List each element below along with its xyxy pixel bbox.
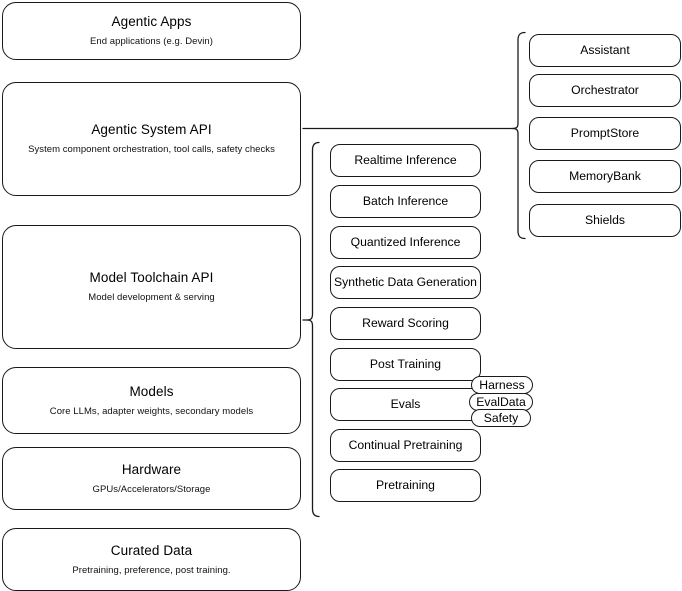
evals-subcomponent-label: EvalData [476,395,526,409]
agentic-component-promptstore[interactable]: PromptStore [529,117,681,150]
agentic-component-label: Assistant [580,42,630,57]
toolchain-item-label: Pretraining [376,477,435,492]
layer-title: Curated Data [110,542,193,558]
toolchain-item-label: Realtime Inference [354,152,457,167]
toolchain-item-label: Continual Pretraining [348,437,463,452]
toolchain-item-reward-scoring[interactable]: Reward Scoring [330,307,481,340]
agentic-component-label: PromptStore [570,125,640,140]
layer-subtitle: Core LLMs, adapter weights, secondary mo… [49,405,254,417]
agentic-component-memorybank[interactable]: MemoryBank [529,160,681,193]
layer-subtitle: System component orchestration, tool cal… [28,144,275,155]
evals-subcomponent-harness[interactable]: Harness [471,376,533,394]
toolchain-item-realtime-inference[interactable]: Realtime Inference [330,144,481,177]
toolchain-item-label: Synthetic Data Generation [334,274,477,289]
agentic-component-shields[interactable]: Shields [529,204,681,237]
layer-title: Agentic System API [91,122,212,138]
layer-title: Agentic Apps [111,14,192,30]
toolchain-item-pretraining[interactable]: Pretraining [330,469,481,502]
layer-subtitle: End applications (e.g. Devin) [90,36,213,47]
layer-hardware[interactable]: Hardware GPUs/Accelerators/Storage [2,447,301,510]
evals-subcomponent-label: Harness [479,378,525,392]
layer-title: Model Toolchain API [89,270,214,286]
agentic-component-assistant[interactable]: Assistant [529,34,681,67]
toolchain-item-quantized-inference[interactable]: Quantized Inference [330,226,481,259]
layer-subtitle: GPUs/Accelerators/Storage [92,483,211,495]
toolchain-item-label: Quantized Inference [350,234,461,249]
layer-title: Models [129,383,174,399]
toolchain-item-synthetic-data-generation[interactable]: Synthetic Data Generation [330,266,481,299]
layer-agentic-apps[interactable]: Agentic Apps End applications (e.g. Devi… [2,2,301,60]
agentic-component-label: Orchestrator [571,82,639,97]
toolchain-item-continual-pretraining[interactable]: Continual Pretraining [330,429,481,462]
layer-subtitle: Pretraining, preference, post training. [72,564,231,576]
toolchain-item-label: Evals [390,396,421,411]
toolchain-item-evals[interactable]: Evals [330,388,481,421]
layer-agentic-system-api[interactable]: Agentic System API System component orch… [2,82,301,196]
toolchain-item-label: Post Training [369,356,442,371]
toolchain-item-label: Batch Inference [362,193,449,208]
layer-title: Hardware [121,461,182,477]
layer-models[interactable]: Models Core LLMs, adapter weights, secon… [2,367,301,434]
toolchain-item-batch-inference[interactable]: Batch Inference [330,185,481,218]
toolchain-item-label: Reward Scoring [362,315,449,330]
agentic-component-orchestrator[interactable]: Orchestrator [529,74,681,107]
toolchain-item-post-training[interactable]: Post Training [330,348,481,381]
agentic-component-label: MemoryBank [569,168,641,183]
evals-subcomponent-safety[interactable]: Safety [471,409,531,427]
agentic-component-label: Shields [585,212,625,227]
layer-curated-data[interactable]: Curated Data Pretraining, preference, po… [2,528,301,591]
layer-subtitle: Model development & serving [88,292,215,303]
evals-subcomponent-label: Safety [483,411,519,425]
layer-model-toolchain-api[interactable]: Model Toolchain API Model development & … [2,225,301,349]
